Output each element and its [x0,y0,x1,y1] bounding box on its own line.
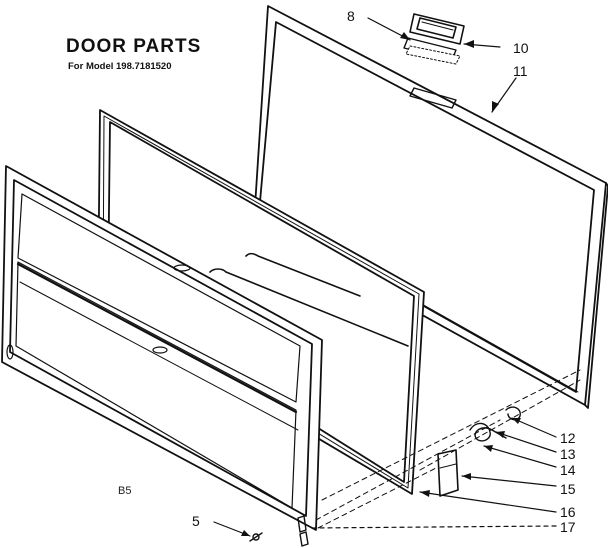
leader-15 [461,475,557,487]
handle-trim [409,13,465,45]
latch-bracket [437,449,459,497]
latch-spring [469,406,521,442]
model-subtitle: For Model 198.7181520 [68,61,172,72]
callout-17: 17 [560,519,576,535]
callout-5: 5 [192,513,200,529]
callout-14: 14 [560,462,576,478]
page-code: B5 [118,485,132,497]
callout-8: 8 [347,8,355,24]
lower-slot [409,87,457,109]
leader-17 [309,525,557,529]
callout-13: 13 [560,446,576,462]
leader-16 [419,491,557,513]
diagram-title: DOOR PARTS [66,36,202,57]
support-rod [209,252,409,347]
callout-11: 11 [513,63,528,79]
leader-13 [495,431,557,453]
insulation-pad [405,45,461,65]
callout-16: 16 [560,504,576,520]
callout-12: 12 [560,430,576,446]
callout-15: 15 [560,481,576,497]
small-fasteners [249,515,309,547]
leader-arrowheads [241,32,521,536]
leader-14 [483,445,557,468]
front-door-liner [1,165,323,531]
callout-10: 10 [513,40,529,56]
assembly-lines [315,369,581,529]
